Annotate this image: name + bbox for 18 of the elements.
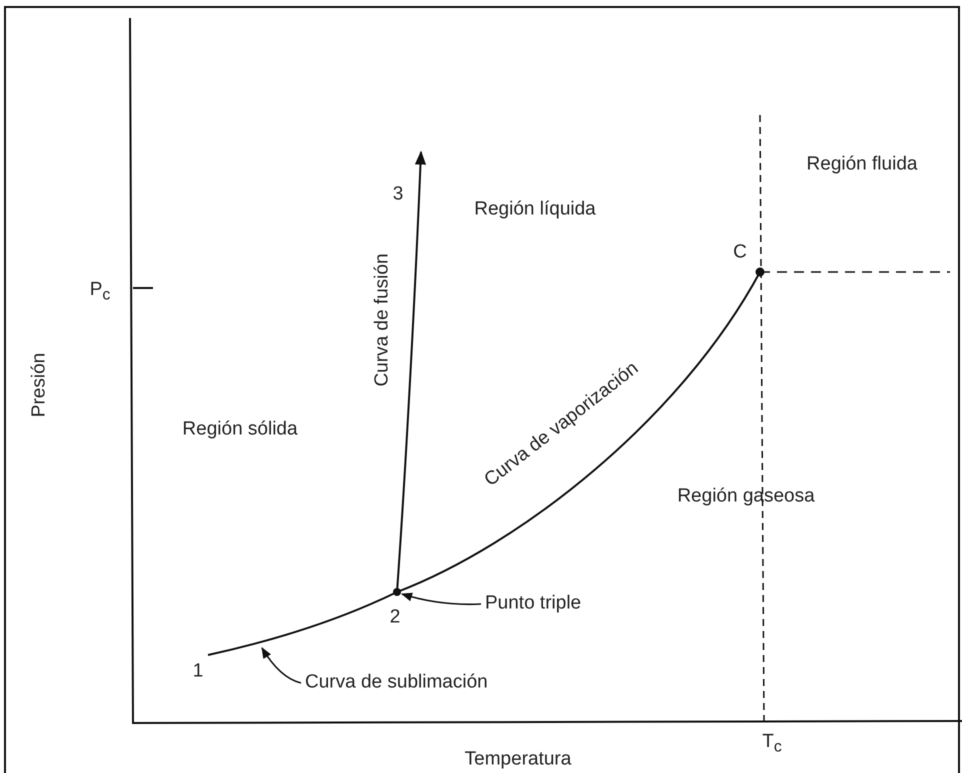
curve-label: Curva de fusión xyxy=(372,253,394,387)
triple-point-dot xyxy=(393,588,401,596)
axis-tick-label: P$_{c}$ xyxy=(90,280,110,304)
point-number: 3 xyxy=(392,184,404,206)
region-label: Región gaseosa xyxy=(677,486,815,508)
region-label: Región fluida xyxy=(806,154,918,176)
callout-label: Curva de sublimación xyxy=(305,672,488,694)
point-label: C xyxy=(733,242,747,264)
region-label: Región sólida xyxy=(182,420,298,440)
axis-title: Presión xyxy=(30,352,50,418)
point-number: 1 xyxy=(192,662,204,682)
axis-tick-label: T$_{c}$ xyxy=(762,732,782,756)
leader-line xyxy=(400,592,482,606)
axis-title: Temperatura xyxy=(464,750,572,770)
callout-label: Punto triple xyxy=(485,594,582,614)
point-number: 2 xyxy=(390,608,400,628)
region-label: Región líquida xyxy=(474,200,596,220)
leader-line xyxy=(261,647,302,684)
